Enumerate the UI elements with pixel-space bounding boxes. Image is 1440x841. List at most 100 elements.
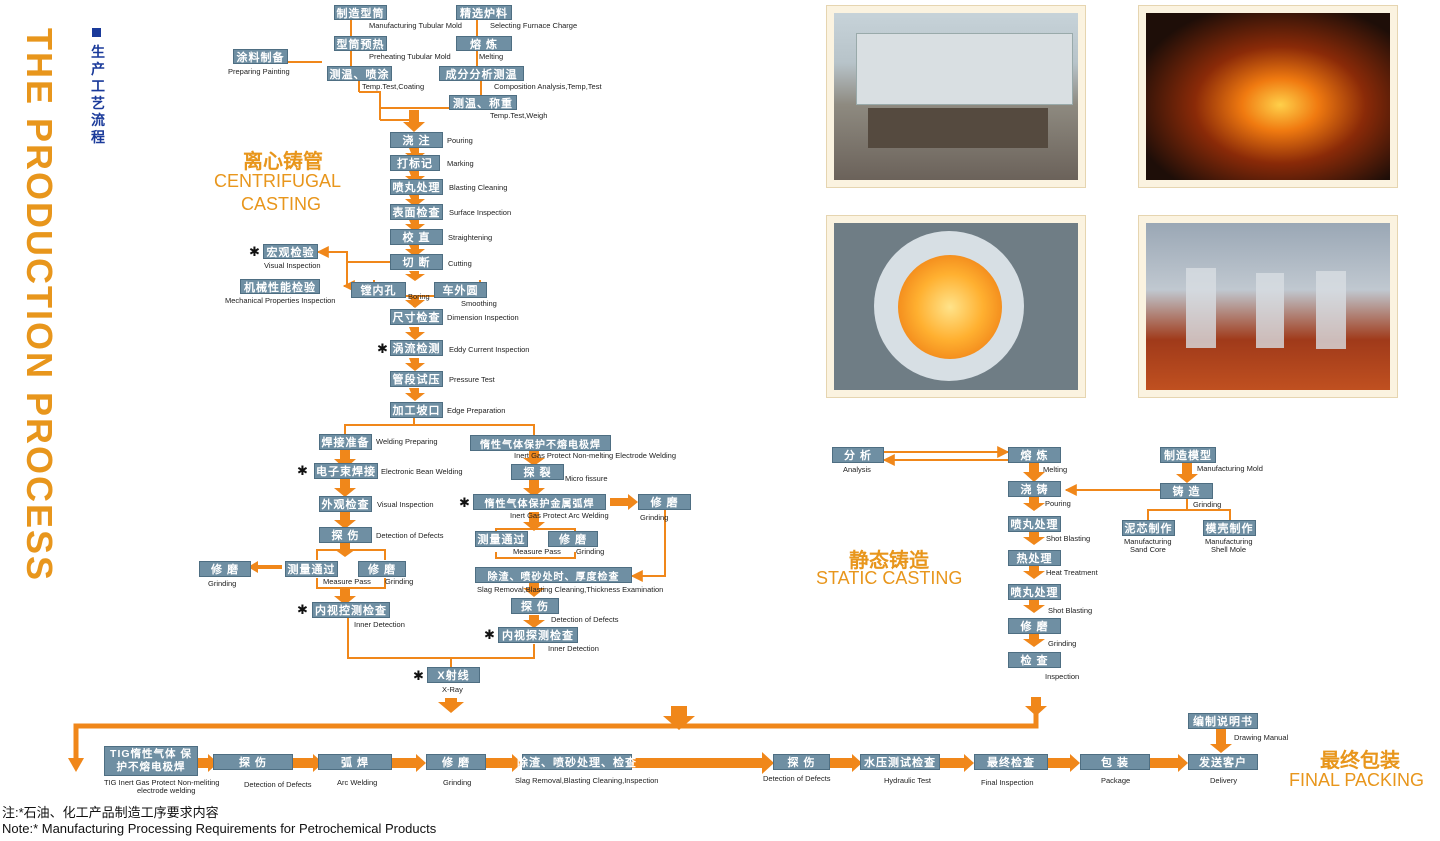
label-grinding-right: Grinding <box>640 513 669 522</box>
step-inner-detection-right: 内视探测检查 <box>498 627 578 643</box>
label-final-detection-2: Detection of Defects <box>763 774 831 783</box>
step-arc-welding: 弧 焊 <box>318 754 392 770</box>
label-cutting: Cutting <box>448 259 472 268</box>
label-temp-test-weigh: Temp.Test,Weigh <box>490 111 548 120</box>
step-grinding-right: 修 磨 <box>638 494 691 510</box>
label-detection-defects-left: Detection of Defects <box>376 531 444 540</box>
step-heat-treatment: 热处理 <box>1008 550 1061 566</box>
step-grinding-left: 修 磨 <box>358 561 406 577</box>
label-boring: Boring <box>408 292 430 301</box>
step-package: 包 装 <box>1080 754 1150 770</box>
label-preparing-painting: Preparing Painting <box>228 67 290 76</box>
label-grinding-right-2: Grinding <box>576 547 605 556</box>
label-static-grinding: Grinding <box>1048 639 1077 648</box>
step-preheating-tubular-mold: 型筒预热 <box>334 36 387 51</box>
label-selecting-furnace-charge: Selecting Furnace Charge <box>490 21 578 30</box>
section-marker-icon <box>92 28 101 37</box>
label-dimension-inspection: Dimension Inspection <box>447 313 519 322</box>
label-temp-test-coating: Temp.Test,Coating <box>362 82 425 91</box>
step-preparing-painting: 涂料制备 <box>233 49 288 64</box>
label-tig-welding-2: electrode welding <box>137 786 196 795</box>
star-icon: ✱ <box>297 602 308 617</box>
page-title: THE PRODUCTION PROCESS <box>19 28 60 583</box>
step-static-inspection: 检 查 <box>1008 652 1061 668</box>
star-icon: ✱ <box>249 244 260 259</box>
label-blasting-cleaning: Blasting Cleaning <box>449 183 508 192</box>
label-pouring: Pouring <box>447 136 473 145</box>
step-detection-defects-right: 探 伤 <box>511 598 559 614</box>
centrifugal-title-en-2: CASTING <box>241 194 322 214</box>
centrifugal-title-zh: 离心铸管 <box>243 151 323 173</box>
footnote-en: Note:* Manufacturing Processing Requirem… <box>2 821 437 836</box>
step-final-detection-1: 探 伤 <box>213 754 293 770</box>
step-manufacturing-tubular-mold: 制造型筒 <box>334 5 387 20</box>
label-shell-mold-1: Manufacturing <box>1205 537 1253 546</box>
step-welding-preparing: 焊接准备 <box>319 434 372 450</box>
label-static-pouring: Pouring <box>1045 499 1071 508</box>
label-grinding-left: Grinding <box>385 577 414 586</box>
step-shot-blasting-2: 喷丸处理 <box>1008 584 1061 600</box>
label-final-slag-removal: Slag Removal,Blasting Cleaning,Inspectio… <box>515 776 659 785</box>
label-slag-removal-thickness: Slag Removal,Blasting Cleaning,Thickness… <box>477 585 664 594</box>
step-surface-inspection: 表面检查 <box>390 204 443 220</box>
label-electronic-bean-welding: Electronic Bean Welding <box>381 467 463 476</box>
label-welding-preparing: Welding Preparing <box>376 437 438 446</box>
step-sand-core: 泥芯制作 <box>1122 520 1175 536</box>
label-pressure-test: Pressure Test <box>449 375 495 384</box>
step-grinding-right-2: 修 磨 <box>548 531 598 547</box>
label-mechanical-properties: Mechanical Properties Inspection <box>225 296 336 305</box>
step-cutting: 切 断 <box>390 254 443 270</box>
step-mechanical-properties: 机械性能检验 <box>240 279 320 294</box>
label-x-ray: X-Ray <box>442 685 463 694</box>
label-inner-detection-right: Inner Detection <box>548 644 599 653</box>
label-grinding-far-left: Grinding <box>208 579 237 588</box>
step-measure-pass-left: 测量通过 <box>285 561 338 577</box>
label-delivery: Delivery <box>1210 776 1238 785</box>
label-micro-fissure: Micro fissure <box>565 474 608 483</box>
label-marking: Marking <box>447 159 474 168</box>
label-smoothing: Smoothing <box>461 299 497 308</box>
label-visual-check: Visual Inspection <box>377 500 434 509</box>
label-heat-treatment: Heat Treatment <box>1046 568 1098 577</box>
label-manufacturing-tubular-mold: Manufacturing Tubular Mold <box>369 21 462 30</box>
step-drawing-manual: 编制说明书 <box>1188 713 1258 729</box>
step-final-detection-2: 探 伤 <box>773 754 830 770</box>
subtitle-zh: 生产工艺流程 <box>91 44 105 145</box>
final-title-en: FINAL PACKING <box>1289 770 1425 790</box>
step-final-inspection: 最终检查 <box>974 754 1048 770</box>
final-title-zh: 最终包装 <box>1320 750 1400 772</box>
label-arc-welding: Arc Welding <box>337 778 378 787</box>
step-delivery: 发送客户 <box>1188 754 1258 770</box>
step-selecting-furnace-charge: 精选炉料 <box>456 5 512 20</box>
step-inner-detection-left: 内视控测检查 <box>312 602 390 618</box>
label-drawing-manual: Drawing Manual <box>1234 733 1289 742</box>
step-pouring: 浇 注 <box>390 132 443 148</box>
step-dimension-inspection: 尺寸检查 <box>390 309 443 325</box>
photo-molten-metal <box>1138 5 1398 188</box>
step-manufacturing-mold: 制造模型 <box>1160 447 1216 463</box>
step-temp-test-coating: 测温、喷涂 <box>327 66 392 81</box>
label-measure-pass-left: Measure Pass <box>323 577 371 586</box>
label-measure-pass-right: Measure Pass <box>513 547 561 556</box>
centrifugal-title-en-1: CENTRIFUGAL <box>214 171 342 191</box>
step-hydraulic-test: 水压测试检查 <box>860 754 940 770</box>
label-hydraulic-test: Hydraulic Test <box>884 776 931 785</box>
label-straightening: Straightening <box>448 233 493 242</box>
step-tig-welding: TIG惰性气体 保护不熔电极焊 <box>104 746 198 776</box>
photo-testing-lab <box>1138 215 1398 398</box>
star-icon: ✱ <box>377 341 388 356</box>
step-boring: 镗内孔 <box>351 282 406 298</box>
step-final-grinding: 修 磨 <box>426 754 486 770</box>
step-edge-preparation: 加工坡口 <box>390 402 443 418</box>
label-detection-defects-right: Detection of Defects <box>551 615 619 624</box>
label-analysis: Analysis <box>843 465 871 474</box>
step-smoothing: 车外圆 <box>434 282 487 298</box>
step-slag-removal-thickness: 除渣、喷砂处时、厚度检查 <box>475 567 632 583</box>
label-sand-core-1: Manufacturing <box>1124 537 1172 546</box>
label-static-melting: Melting <box>1043 465 1068 474</box>
step-shell-mold: 模壳制作 <box>1203 520 1256 536</box>
label-final-grinding: Grinding <box>443 778 472 787</box>
step-temp-test-weigh: 测温、称重 <box>449 95 517 110</box>
photo-casting-workshop <box>826 5 1086 188</box>
step-final-slag-removal: 除渣、喷砂处理、检查 <box>517 754 636 770</box>
